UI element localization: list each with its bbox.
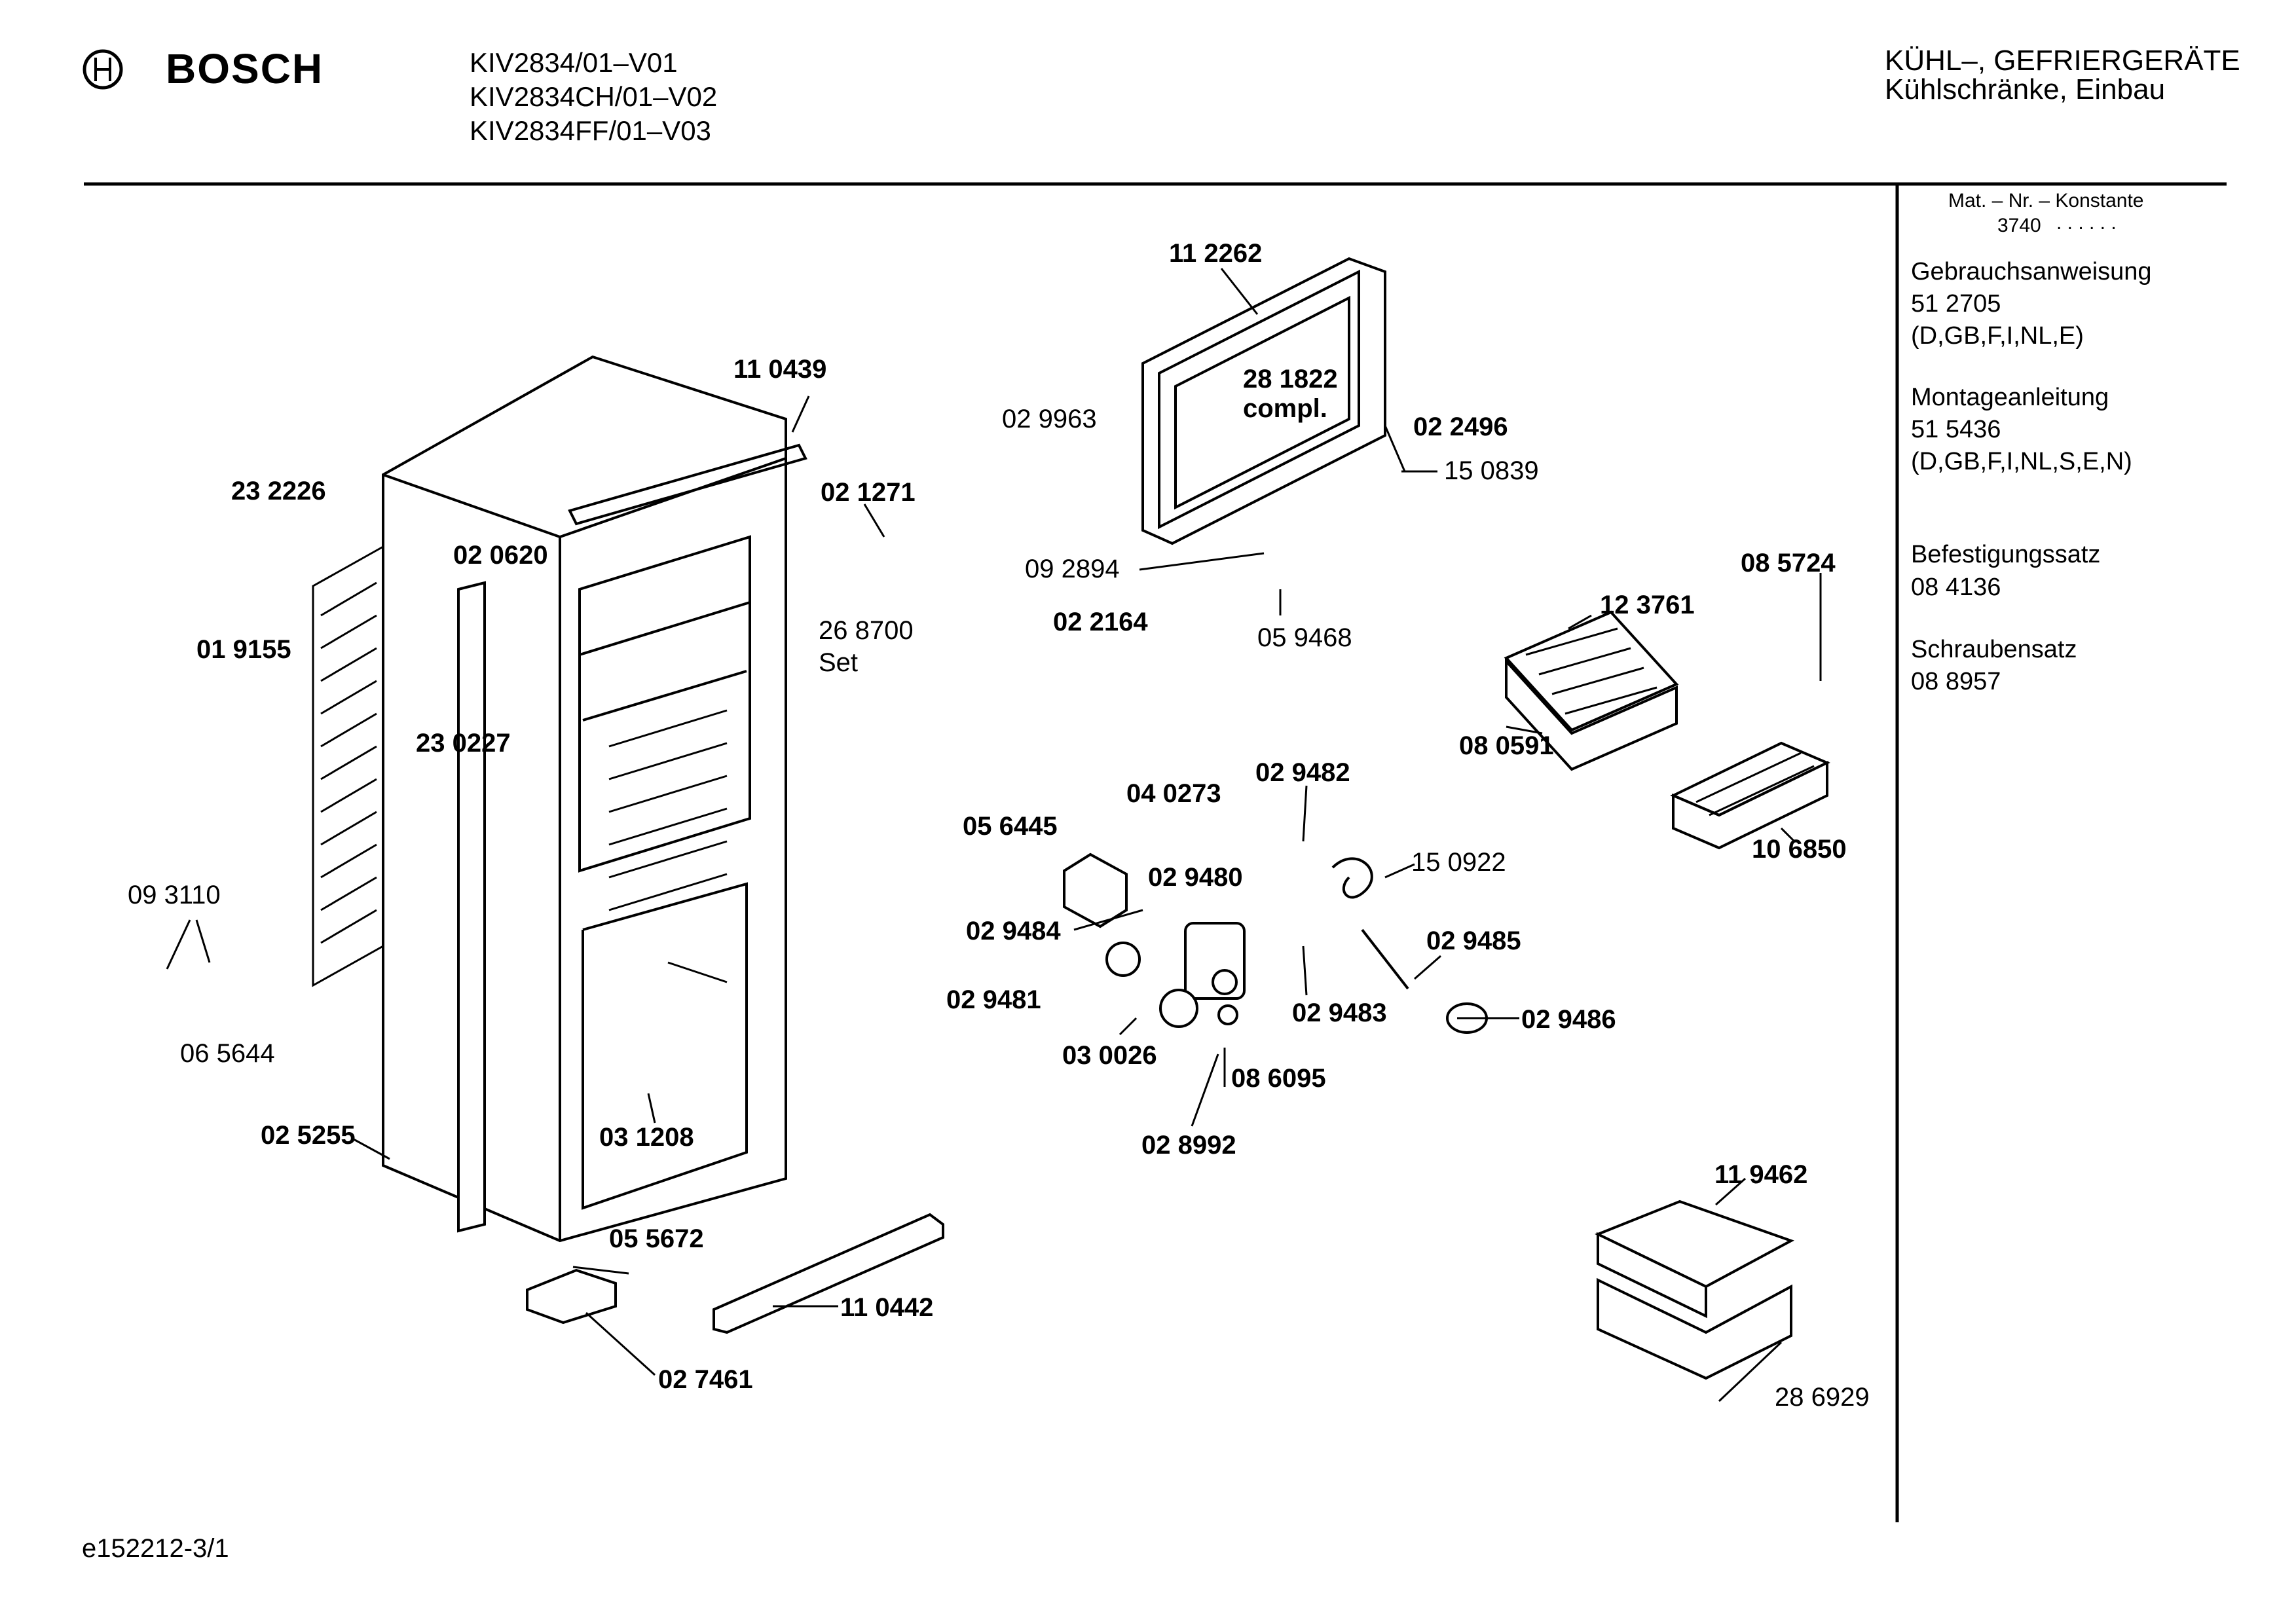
doc-langs-2: (D,GB,F,I,NL,S,E,N) [1911,448,2132,475]
doc-number-2: 51 5436 [1911,416,2001,443]
part-label: 04 0273 [1126,779,1221,808]
part-label: 23 0227 [416,729,511,758]
part-label: 02 5255 [261,1121,356,1150]
part-label: 02 1271 [821,478,916,507]
doc-title-2: Montageanleitung [1911,384,2109,411]
hinge-block-drawing [526,1268,617,1325]
part-label: 02 0620 [453,541,548,570]
model-number-3: KIV2834FF/01–V03 [470,115,711,146]
part-label: 10 6850 [1752,835,1847,864]
part-label: 28 6929 [1775,1383,1870,1412]
ice-trays-drawing [1504,610,1830,850]
part-label: 02 9480 [1148,863,1243,892]
part-label: 05 5672 [609,1224,704,1253]
part-label: 01 9155 [196,635,291,664]
part-label: 03 1208 [599,1123,694,1152]
part-label: 12 3761 [1600,591,1695,619]
part-label: 02 2164 [1053,608,1148,636]
shelf-drawing [1595,1200,1794,1380]
drawing-id: e152212-3/1 [82,1534,229,1563]
part-label: 02 9963 [1002,405,1097,433]
part-label: compl. [1243,394,1327,423]
part-label: 02 7461 [658,1365,753,1394]
doc-title-1: Gebrauchsanweisung [1911,258,2152,285]
model-number-2: KIV2834CH/01–V02 [470,81,718,112]
part-label: 09 2894 [1025,555,1120,583]
doc-langs-1: (D,GB,F,I,NL,E) [1911,322,2084,350]
part-label: 26 8700 [819,616,914,645]
part-label: 11 0442 [840,1293,934,1322]
part-label: 02 8992 [1141,1131,1236,1160]
doc-title-4: Schraubensatz [1911,636,2077,663]
part-label: 02 9483 [1292,998,1387,1027]
part-label: 02 9481 [946,985,1041,1014]
gasket-strip-drawing [457,581,486,1233]
cabinet-drawing [382,355,807,1243]
category-line-2: Kühlschränke, Einbau [1885,73,2166,105]
category-line-1: KÜHL–, GEFRIERGERÄTE [1885,45,2240,77]
part-label: 02 2496 [1413,412,1508,441]
thermostat-drawing [1063,852,1488,1034]
part-label: 11 0439 [733,355,827,384]
freezer-door-drawing [1141,257,1386,545]
part-label: 15 0922 [1411,848,1506,877]
doc-number-3: 08 4136 [1911,574,2001,601]
mat-nr-label: Mat. – Nr. – Konstante [1948,190,2144,211]
part-label: 02 9486 [1521,1005,1616,1034]
model-number-1: KIV2834/01–V01 [470,47,678,78]
part-label: 05 6445 [963,812,1058,841]
part-label: 15 0839 [1444,456,1539,485]
part-label: 08 0591 [1459,731,1554,760]
part-label: 23 2226 [231,477,326,505]
part-label: 11 2262 [1169,239,1263,268]
part-label: 28 1822 [1243,365,1338,394]
part-label: Set [819,648,859,677]
doc-number-1: 51 2705 [1911,290,2001,318]
brand-name: BOSCH [166,45,324,92]
condenser-drawing [312,545,384,987]
part-label: 02 9482 [1255,758,1350,787]
doc-number-4: 08 8957 [1911,668,2001,695]
part-label: 02 9485 [1426,926,1521,955]
part-label: 05 9468 [1257,623,1352,652]
bottom-bar-drawing [713,1213,944,1334]
part-label: 06 5644 [180,1039,275,1068]
leader-lines [166,268,1822,1402]
part-label: 11 9462 [1714,1160,1808,1189]
mat-nr-value: 3740 [1997,215,2041,236]
part-label: 09 3110 [128,881,221,909]
part-label: 08 5724 [1741,549,1836,577]
doc-title-3: Befestigungssatz [1911,541,2101,568]
bosch-logo-mark [83,49,123,90]
part-label: 08 6095 [1231,1064,1326,1093]
mat-nr-dots: . . . . . . [2056,212,2117,234]
part-label: 03 0026 [1062,1041,1157,1070]
part-label: 02 9484 [966,917,1061,945]
